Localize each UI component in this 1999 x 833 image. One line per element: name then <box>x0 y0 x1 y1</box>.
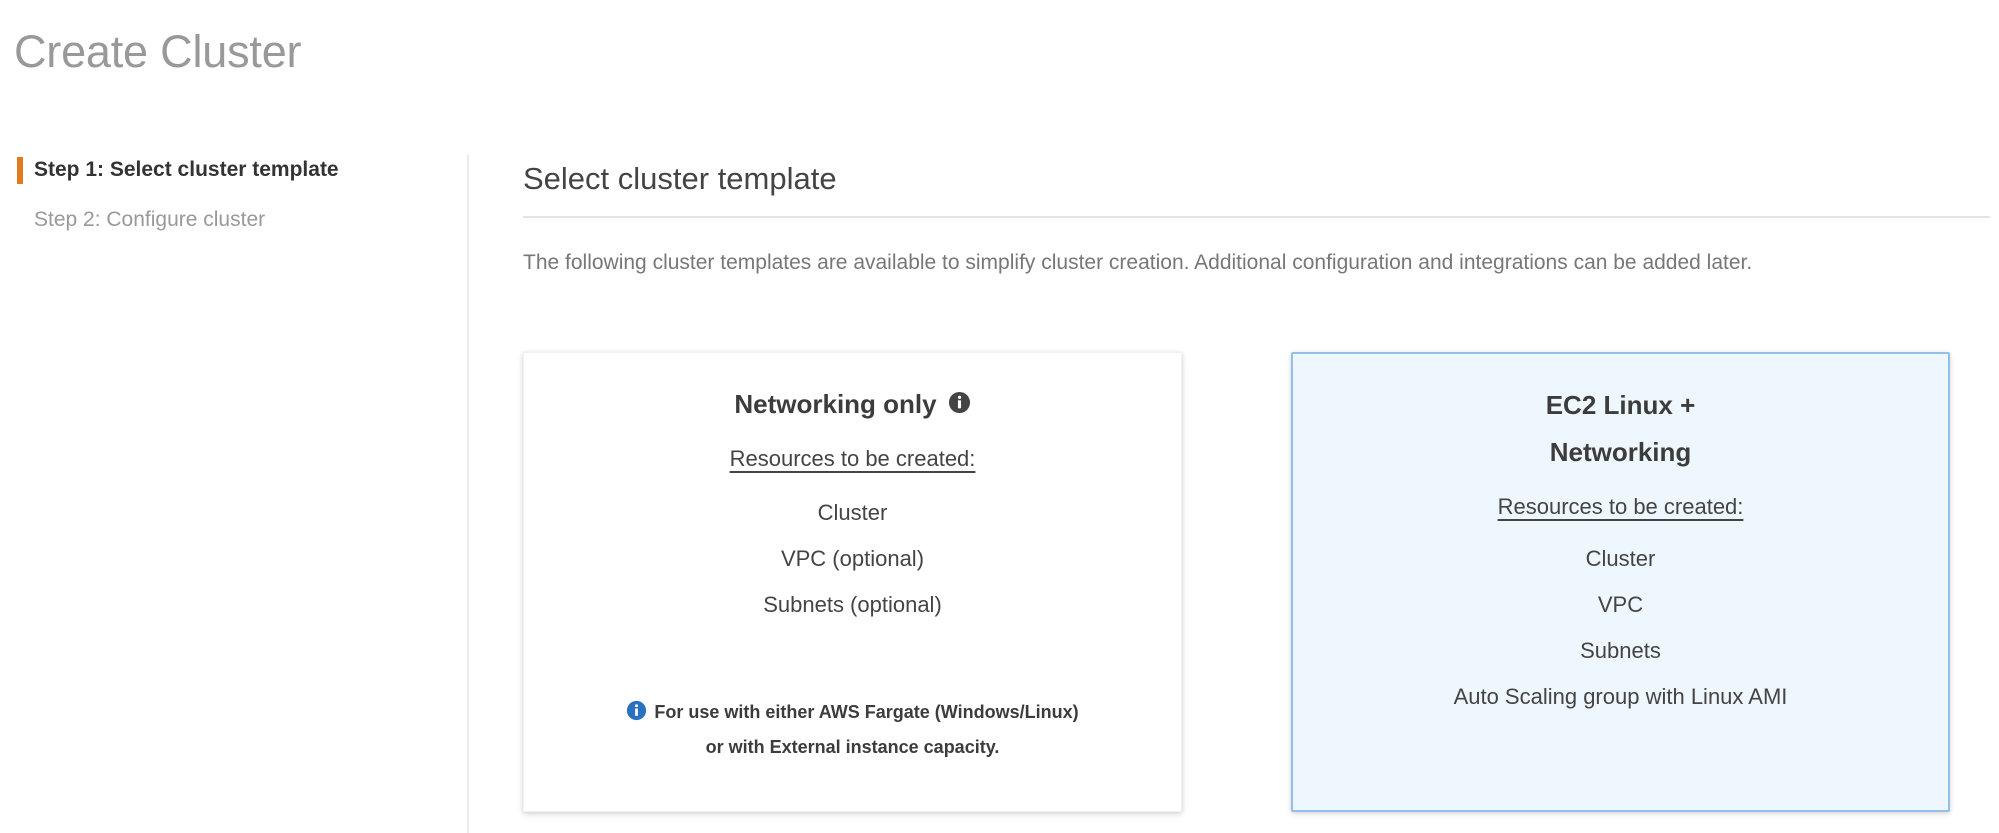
resource-item: VPC (optional) <box>780 546 925 571</box>
template-card-title-line-1: EC2 Linux + <box>1545 390 1696 420</box>
page-title: Create Cluster <box>14 26 302 77</box>
sidebar-divider <box>467 155 469 833</box>
sidebar-item-step-1[interactable]: Step 1: Select cluster template <box>17 156 339 184</box>
card-title-row: Networking only <box>548 381 1157 428</box>
resource-item: Subnets <box>1580 638 1661 663</box>
wizard-sidebar: Step 1: Select cluster template Step 2: … <box>0 148 468 833</box>
template-card-note-line-1: For use with either AWS Fargate (Windows… <box>654 702 1079 722</box>
active-step-indicator <box>17 157 23 184</box>
template-card-networking-only[interactable]: Networking only Resources to be created:… <box>523 352 1182 812</box>
template-card-title: Networking only <box>734 389 937 419</box>
section-heading-rule <box>523 216 1990 218</box>
info-circle-icon[interactable] <box>948 391 971 419</box>
template-card-ec2-linux-networking[interactable]: EC2 Linux + Networking Resources to be c… <box>1291 352 1950 812</box>
resource-list: Cluster VPC (optional) Subnets (optional… <box>548 490 1157 628</box>
template-card-note: For use with either AWS Fargate (Windows… <box>548 696 1157 763</box>
resource-item: Subnets (optional) <box>763 592 942 617</box>
resource-item: Cluster <box>1585 546 1656 571</box>
template-card-title-line-2: Networking <box>1549 437 1692 467</box>
resources-label: Resources to be created: <box>1497 494 1744 519</box>
resource-item: VPC <box>1597 592 1644 617</box>
resources-label: Resources to be created: <box>729 446 976 471</box>
resource-list: Cluster VPC Subnets Auto Scaling group w… <box>1317 536 1924 720</box>
sidebar-item-step-2[interactable]: Step 2: Configure cluster <box>17 206 265 234</box>
sidebar-item-step-1-label: Step 1: Select cluster template <box>34 158 339 181</box>
section-description: The following cluster templates are avai… <box>523 251 1753 274</box>
sidebar-item-step-2-label: Step 2: Configure cluster <box>34 208 266 231</box>
resource-item: Cluster <box>817 500 888 525</box>
section-heading: Select cluster template <box>523 161 837 196</box>
main-content: Select cluster template The following cl… <box>468 0 1999 833</box>
template-card-note-line-2: or with External instance capacity. <box>705 737 1000 757</box>
resource-item: Auto Scaling group with Linux AMI <box>1453 684 1788 709</box>
info-circle-blue-icon <box>626 699 647 731</box>
